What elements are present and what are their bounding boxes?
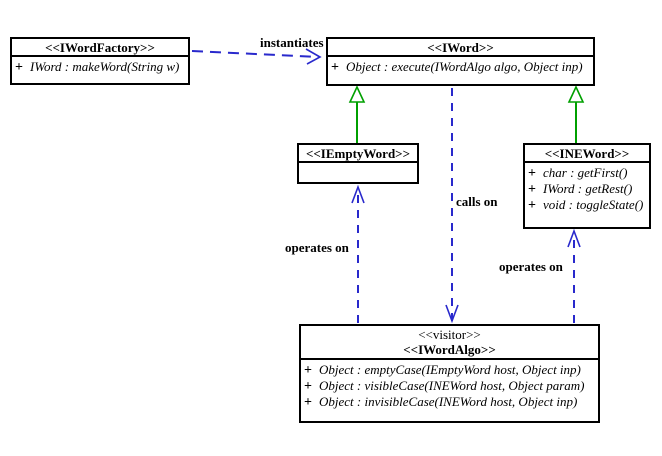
class-box-iwordfactory: <<IWordFactory>> + IWord : makeWord(Stri… — [10, 37, 190, 85]
class-name-iwordalgo: <<IWordAlgo>> — [403, 342, 496, 357]
visibility-plus: + — [304, 379, 312, 394]
class-title-iwordfactory: <<IWordFactory>> — [12, 39, 188, 57]
visibility-plus: + — [331, 60, 339, 75]
method-text: Object : emptyCase(IEmptyWord host, Obje… — [319, 362, 581, 377]
dependency-arrow-instantiates — [191, 48, 322, 65]
visibility-plus: + — [528, 166, 536, 181]
class-box-ineword: <<INEWord>> + char : getFirst() + IWord … — [523, 143, 651, 229]
uml-method-row: + IWord : getRest() — [528, 181, 646, 197]
method-text: IWord : makeWord(String w) — [30, 59, 180, 74]
class-title-iemptyword: <<IEmptyWord>> — [299, 145, 417, 163]
edge-label-instantiates: instantiates — [260, 35, 324, 50]
class-methods-iword: + Object : execute(IWordAlgo algo, Objec… — [328, 57, 593, 75]
class-title-ineword: <<INEWord>> — [525, 145, 649, 163]
visibility-plus: + — [304, 395, 312, 410]
visibility-plus: + — [15, 60, 23, 75]
class-box-iword: <<IWord>> + Object : execute(IWordAlgo a… — [326, 37, 595, 86]
class-methods-iwordfactory: + IWord : makeWord(String w) — [12, 57, 188, 75]
edge-label-operates-on-ineword: operates on — [499, 259, 563, 274]
uml-method-row: + char : getFirst() — [528, 165, 646, 181]
uml-method-row: + Object : execute(IWordAlgo algo, Objec… — [331, 59, 590, 75]
dependency-arrow-calls-on — [445, 88, 459, 324]
visibility-plus: + — [304, 363, 312, 378]
edge-label-operates-on-iemptyword: operates on — [285, 240, 349, 255]
class-methods-iemptyword — [299, 163, 417, 165]
class-stereotype-visitor: <<visitor>> — [418, 327, 481, 342]
class-title-iwordalgo: <<visitor>> <<IWordAlgo>> — [301, 326, 598, 360]
visibility-plus: + — [528, 182, 536, 197]
class-title-iword: <<IWord>> — [328, 39, 593, 57]
method-text: Object : visibleCase(INEWord host, Objec… — [319, 378, 585, 393]
class-box-iemptyword: <<IEmptyWord>> — [297, 143, 419, 184]
uml-method-row: + Object : invisibleCase(INEWord host, O… — [304, 394, 595, 410]
generalization-arrow-ineword-to-iword — [567, 85, 585, 143]
method-text: Object : execute(IWordAlgo algo, Object … — [346, 59, 583, 74]
class-methods-iwordalgo: + Object : emptyCase(IEmptyWord host, Ob… — [301, 360, 598, 410]
class-methods-ineword: + char : getFirst() + IWord : getRest() … — [525, 163, 649, 213]
visibility-plus: + — [528, 198, 536, 213]
dependency-arrow-operates-on-ineword — [567, 228, 581, 323]
method-text: void : toggleState() — [543, 197, 644, 212]
uml-method-row: + Object : visibleCase(INEWord host, Obj… — [304, 378, 595, 394]
generalization-arrow-iemptyword-to-iword — [348, 85, 366, 143]
uml-method-row: + IWord : makeWord(String w) — [15, 59, 185, 75]
class-box-iwordalgo: <<visitor>> <<IWordAlgo>> + Object : emp… — [299, 324, 600, 423]
method-text: char : getFirst() — [543, 165, 628, 180]
dependency-arrow-operates-on-iemptyword — [351, 184, 365, 323]
edge-label-calls-on: calls on — [456, 194, 498, 209]
method-text: Object : invisibleCase(INEWord host, Obj… — [319, 394, 578, 409]
method-text: IWord : getRest() — [543, 181, 633, 196]
uml-method-row: + void : toggleState() — [528, 197, 646, 213]
uml-method-row: + Object : emptyCase(IEmptyWord host, Ob… — [304, 362, 595, 378]
